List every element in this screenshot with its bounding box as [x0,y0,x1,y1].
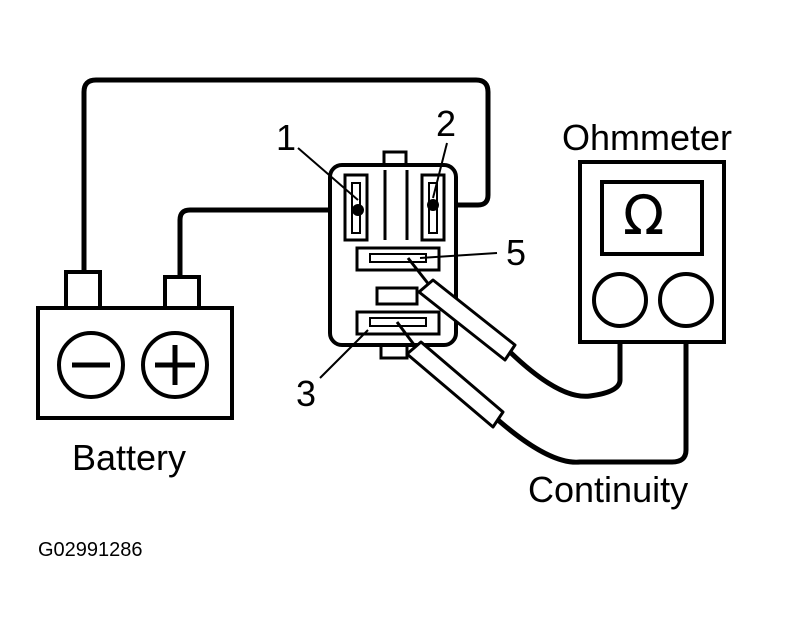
connection-dot-pin2 [427,199,439,211]
lead-lower-probe-to-meter [496,325,689,465]
ohmmeter-label: Ohmmeter [562,117,733,158]
ohmmeter-jack-left [592,272,648,328]
leader-pin1 [297,147,359,201]
connection-dot-pin1 [352,204,364,216]
battery-label: Battery [72,437,187,478]
battery [36,270,234,420]
figure-code: G02991286 [38,539,143,561]
ohmmeter-display [600,180,704,256]
battery-terminal-negative [64,270,102,310]
pin2-label: 2 [436,103,457,144]
leader-pin2 [432,142,448,199]
ohmmeter-jack-right [658,272,714,328]
pin3-label: 3 [296,373,317,414]
ohmmeter [578,160,726,344]
wire-negative-to-pin2 [81,77,491,272]
wire-positive-to-pin1 [177,207,358,277]
continuity-label: Continuity [528,469,689,510]
battery-terminal-positive [163,275,201,310]
leader-pin3 [319,329,369,379]
pin1-label: 1 [276,117,297,158]
relay-middle-slot [375,286,419,306]
ohm-symbol-icon: Ω [623,184,665,247]
lead-upper-probe-to-meter [508,325,623,399]
pin5-label: 5 [506,232,527,273]
test-probe-upper [406,257,517,362]
test-probe-lower [395,321,505,429]
leader-pin5 [419,252,498,259]
